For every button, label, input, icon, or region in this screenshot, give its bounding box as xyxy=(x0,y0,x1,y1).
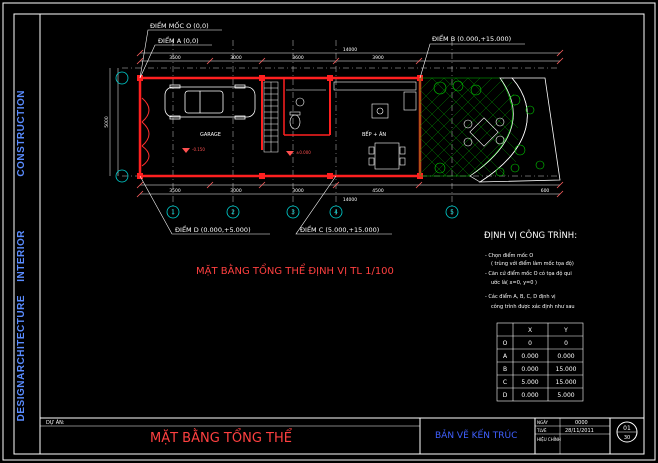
checker-label: HIỆU CHỈNH xyxy=(537,437,561,442)
title-block: DỰ ÁN: MẶT BẰNG TỔNG THỂ BẢN VẼ KẾN TRÚC… xyxy=(40,417,644,454)
table-cell: A xyxy=(503,353,508,360)
main-title: MẶT BẰNG TỔNG THỂ xyxy=(150,429,293,446)
point-labels: ĐIỂM MỐC O (0,0) ĐIỂM A (0,0) ĐIỂM B (0.… xyxy=(139,20,525,235)
positioning-heading: ĐỊNH VỊ CÔNG TRÌNH: xyxy=(484,229,577,241)
note-1: - Chọn điểm mốc O xyxy=(485,252,533,259)
grid-lines xyxy=(122,40,560,215)
dim-top-4: 3900 xyxy=(372,55,384,61)
table-cell: O xyxy=(503,340,508,347)
side-band: DESIGN ARCHITECTURE INTERIOR CONSTRUCTIO… xyxy=(16,40,40,422)
note-6: công trình được xác định như sau xyxy=(491,303,575,310)
dim-top-1: 3500 xyxy=(169,55,181,61)
table-cell: 0.000 xyxy=(521,392,538,399)
date-value: 28/11/2011 xyxy=(565,428,594,434)
dimension-lines xyxy=(109,49,564,198)
building-outline xyxy=(138,76,422,178)
dim-left-total: 5000 xyxy=(104,116,110,128)
table-cell: 5.000 xyxy=(521,379,538,386)
dim-top-total: 14000 xyxy=(343,47,357,53)
point-d-label: ĐIỂM D (0.000,+5.000) xyxy=(175,224,251,234)
scale-value: 0000 xyxy=(575,420,588,426)
garden-area xyxy=(419,77,561,183)
dimension-texts: 14000 3500 3000 3600 3900 3500 3000 3000… xyxy=(104,47,549,203)
table-cell: 0.000 xyxy=(521,366,538,373)
side-text-interior: INTERIOR xyxy=(16,230,27,282)
point-b-label: ĐIỂM B (0.000,+15.000) xyxy=(432,33,511,43)
table-cell: 0.000 xyxy=(521,353,538,360)
positioning-notes: ĐỊNH VỊ CÔNG TRÌNH: - Chọn điểm mốc O ( … xyxy=(484,229,577,310)
point-origin-label: ĐIỂM MỐC O (0,0) xyxy=(150,20,209,30)
toilet-icon xyxy=(286,89,326,130)
table-cell: 0 xyxy=(564,340,568,347)
garden-table-icon xyxy=(463,117,505,147)
dim-right-small: 600 xyxy=(541,188,550,194)
dim-bottom-3: 3000 xyxy=(292,188,304,194)
inner-frame xyxy=(13,13,645,455)
project-label: DỰ ÁN: xyxy=(46,419,65,426)
drawing-type: BẢN VẼ KẾN TRÚC xyxy=(435,429,517,441)
scale-label: NGÀY xyxy=(537,420,549,425)
sheet-total: 30 xyxy=(624,435,630,441)
point-a-label: ĐIỂM A (0,0) xyxy=(158,35,199,45)
axis-5: 5 xyxy=(450,209,454,216)
plant-icons xyxy=(433,80,545,177)
axis-2: 2 xyxy=(231,209,235,216)
staircase xyxy=(263,81,279,153)
sheet-no: 01 xyxy=(623,425,631,432)
dim-top-3: 3600 xyxy=(292,55,304,61)
axis-4: 4 xyxy=(334,209,338,216)
table-header-x: X xyxy=(528,327,532,334)
side-text-construction: CONSTRUCTION xyxy=(16,90,27,177)
date-label: TLVẼ xyxy=(536,428,547,433)
note-3: - Căn cứ điểm mốc O có tọa độ qui xyxy=(485,270,572,277)
grid-axis-markers: 1 2 3 4 5 xyxy=(115,71,459,219)
table-cell: B xyxy=(503,366,507,373)
point-c-label: ĐIỂM C (5.000,+15.000) xyxy=(300,224,379,234)
table-cell: 15.000 xyxy=(556,379,577,386)
side-text-design: DESIGN xyxy=(16,380,27,422)
coordinate-table: X Y O 0 0 A 0.000 0.000 B 0.000 15.000 C… xyxy=(496,322,584,402)
plan-title: MẶT BẰNG TỔNG THỂ ĐỊNH VỊ TL 1/100 xyxy=(196,262,394,277)
table-cell: D xyxy=(503,392,508,399)
note-2: ( trùng với điểm làm mốc tọa độ) xyxy=(491,260,574,267)
level-hall: ±0.000 xyxy=(296,150,311,155)
axis-1: 1 xyxy=(171,209,175,216)
dim-bottom-4: 4500 xyxy=(372,188,384,194)
dim-top-2: 3000 xyxy=(230,55,242,61)
note-5: - Các điểm A, B, C, D định vị xyxy=(485,293,556,300)
kitchen-furniture xyxy=(333,81,417,170)
table-cell: 15.000 xyxy=(556,366,577,373)
axis-3: 3 xyxy=(291,209,295,216)
dim-bottom-2: 3000 xyxy=(230,188,242,194)
room-garage: GARAGE xyxy=(200,132,221,138)
dim-bottom-total: 14000 xyxy=(343,197,357,203)
note-4: ước là( x=0, y=0 ) xyxy=(491,279,537,286)
dim-bottom-1: 3500 xyxy=(169,188,181,194)
table-cell: C xyxy=(503,379,507,386)
table-cell: 5.000 xyxy=(557,392,574,399)
building-plan: -0.150 ±0.000 GARAGE BẾP + ĂN xyxy=(137,75,423,179)
car-icon xyxy=(164,84,256,120)
room-kitchen: BẾP + ĂN xyxy=(362,130,386,138)
table-cell: 0.000 xyxy=(557,353,574,360)
level-garage: -0.150 xyxy=(192,147,205,152)
table-cell: 0 xyxy=(528,340,532,347)
side-text-architecture: ARCHITECTURE xyxy=(16,295,27,380)
table-header-y: Y xyxy=(563,327,568,334)
